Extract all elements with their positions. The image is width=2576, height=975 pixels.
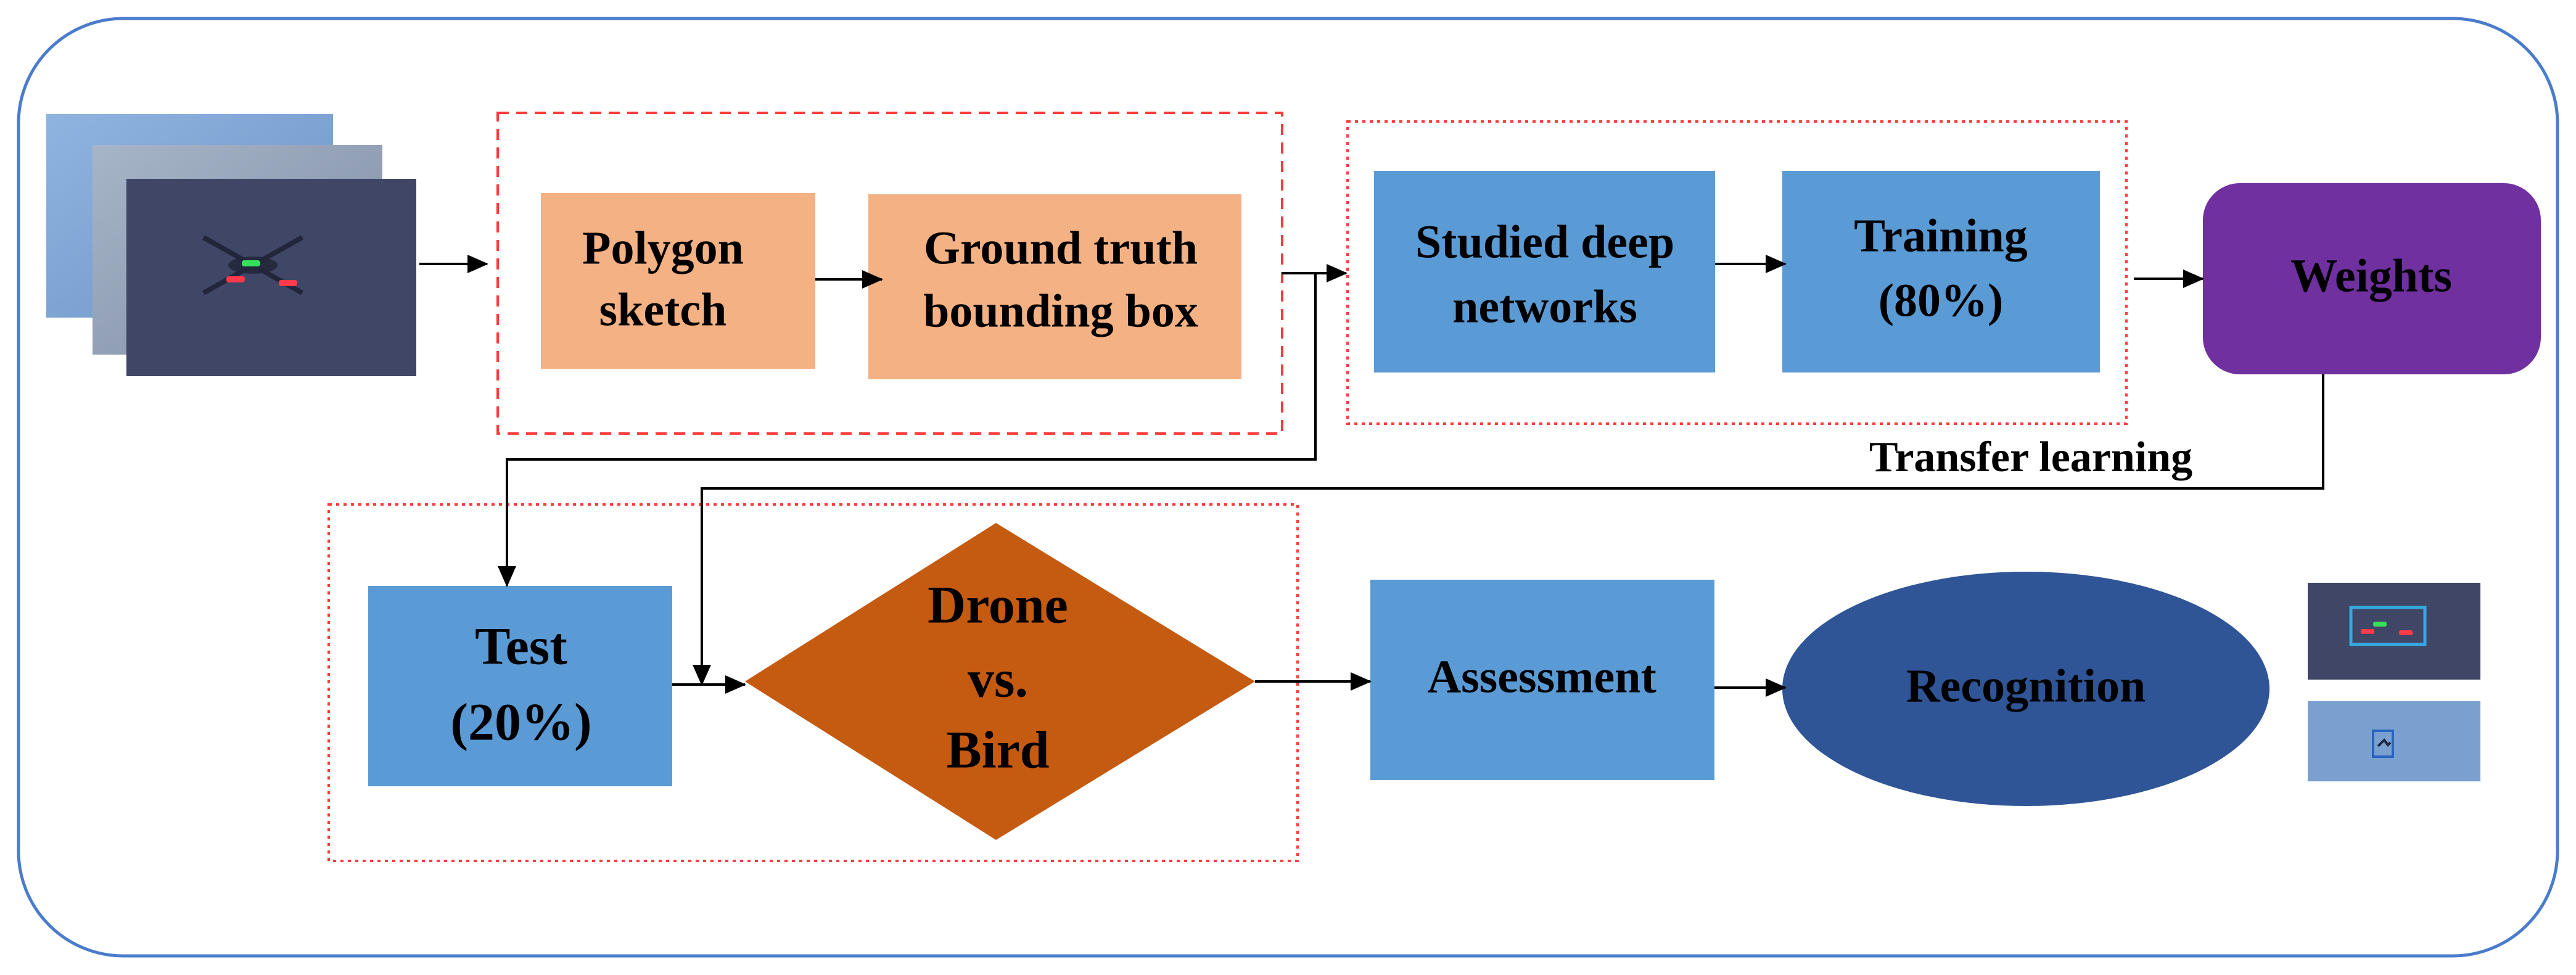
polygon-sketch-node: Polygon sketch (541, 193, 815, 369)
assessment-node: Assessment (1370, 580, 1714, 780)
drone-vs-bird-line2: vs. (968, 649, 1028, 709)
training-node: Training (80%) (1782, 171, 2100, 372)
drone-detection-thumbnail (2308, 583, 2480, 680)
studied-networks-node: Studied deep networks (1374, 171, 1715, 372)
detection-box (2372, 730, 2394, 758)
detection-box (2349, 606, 2427, 646)
recognition-label: Recognition (1906, 660, 2146, 712)
test-line2: (20%) (450, 693, 591, 752)
studied-networks-line2: networks (1452, 281, 1637, 332)
ground-truth-line2: bounding box (923, 285, 1198, 337)
drone-icon (202, 235, 303, 295)
transfer-learning-label: Transfer learning (1869, 434, 2192, 481)
polygon-sketch-line1: Polygon (582, 222, 744, 274)
drone-vs-bird-line1: Drone (928, 575, 1068, 635)
ground-truth-node: Ground truth bounding box (868, 194, 1241, 379)
training-line1: Training (1854, 210, 2028, 261)
weights-node: Weights (2203, 183, 2541, 374)
test-line1: Test (475, 617, 567, 676)
arrows (419, 255, 2324, 697)
drone-vs-bird-node: Drone vs. Bird (745, 523, 1255, 840)
drone-vs-bird-line3: Bird (946, 720, 1049, 780)
training-line2: (80%) (1879, 274, 2004, 326)
weights-label: Weights (2290, 250, 2452, 302)
studied-networks-line1: Studied deep (1415, 216, 1674, 268)
polygon-sketch-line2: sketch (599, 284, 727, 335)
ground-truth-line1: Ground truth (924, 222, 1198, 274)
recognition-node: Recognition (1782, 572, 2269, 806)
outer-frame (17, 17, 2559, 958)
bird-detection-thumbnail (2308, 701, 2480, 781)
arrow-annotation-to-test (498, 273, 1317, 587)
test-node: Test (20%) (368, 586, 672, 786)
input-image-stack (46, 114, 416, 376)
assessment-label: Assessment (1427, 651, 1656, 702)
arrow-transfer-learning (693, 374, 2324, 686)
